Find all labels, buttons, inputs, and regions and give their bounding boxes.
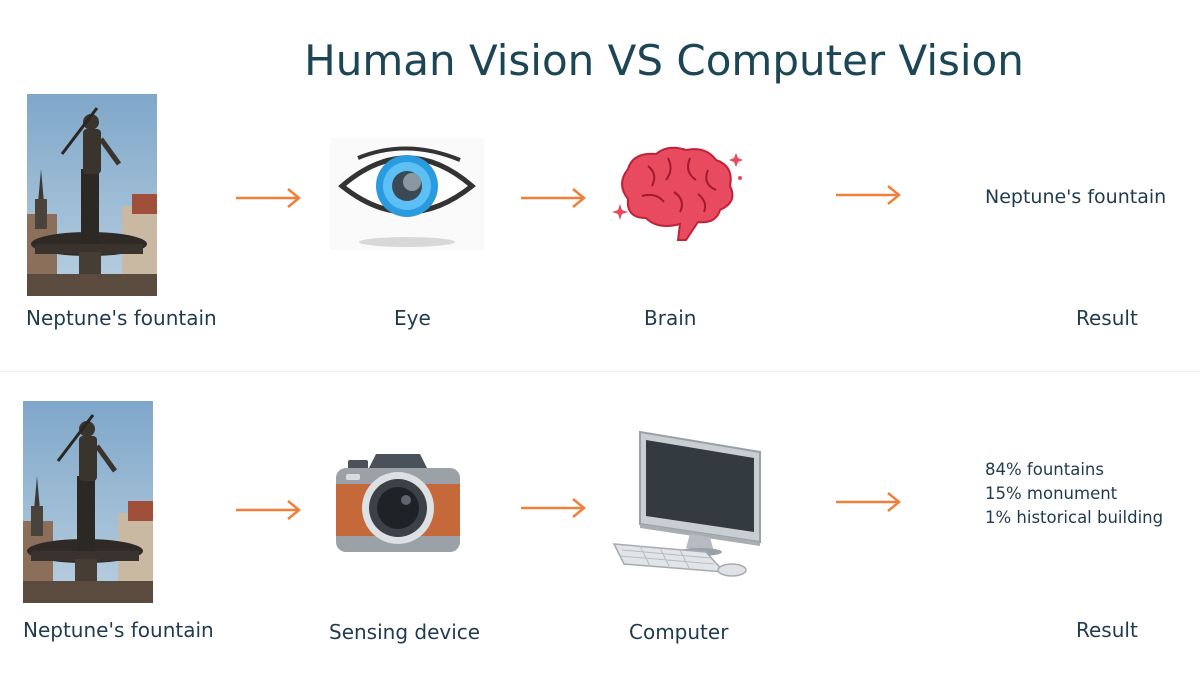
arrow-right-icon [234,498,302,522]
desktop-computer-icon [610,428,766,580]
result-line: 84% fountains [985,460,1104,479]
page-title: Human Vision VS Computer Vision [304,36,1024,85]
arrow-right-icon [834,183,902,207]
result-line: 1% historical building [985,508,1164,527]
result-line: 15% monument [985,484,1118,503]
row-divider [0,371,1200,372]
processor-label-human: Brain [644,306,697,330]
result-value-human: Neptune's fountain [985,186,1167,208]
source-label-human: Neptune's fountain [26,306,217,330]
result-label-computer: Result [1076,618,1138,642]
fountain-photo-human [27,94,157,296]
source-label-computer: Neptune's fountain [23,618,214,642]
sensor-label-computer: Sensing device [329,620,481,644]
brain-icon [608,144,748,244]
fountain-photo-computer [23,401,153,603]
result-list-computer: 84% fountains 15% monument 1% historical… [985,458,1163,530]
eye-icon [330,138,484,250]
arrow-right-icon [834,490,902,514]
camera-icon [336,450,460,554]
arrow-right-icon [519,496,587,520]
arrow-right-icon [519,186,587,210]
arrow-right-icon [234,186,302,210]
sensor-label-human: Eye [394,306,431,330]
processor-label-computer: Computer [629,620,729,644]
result-label-human: Result [1076,306,1138,330]
